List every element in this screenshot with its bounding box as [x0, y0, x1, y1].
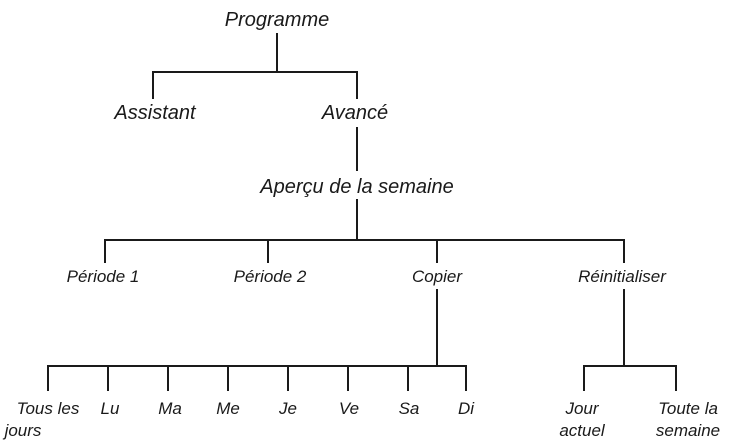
node-wed: Me: [216, 399, 240, 418]
node-current-day-line2: actuel: [559, 421, 606, 440]
node-fri: Ve: [339, 399, 359, 418]
node-all-days-line1: Tous les: [17, 399, 80, 418]
connectors-reset: [583, 289, 677, 391]
node-period-2: Période 2: [234, 267, 307, 286]
connectors-root: [152, 33, 358, 99]
node-current-day-line1: Jour: [564, 399, 599, 418]
node-tue: Ma: [158, 399, 182, 418]
node-thu: Je: [278, 399, 297, 418]
node-programme: Programme: [225, 9, 329, 31]
node-avance: Avancé: [321, 102, 388, 124]
connectors-copy: [47, 289, 467, 391]
node-week-overview: Aperçu de la semaine: [259, 176, 453, 198]
node-period-1: Période 1: [67, 267, 140, 286]
node-reset: Réinitialiser: [578, 267, 667, 286]
node-sun: Di: [458, 399, 475, 418]
node-sat: Sa: [399, 399, 420, 418]
node-assistant: Assistant: [113, 102, 197, 124]
node-whole-week-line1: Toute la: [658, 399, 718, 418]
node-whole-week-line2: semaine: [656, 421, 720, 440]
node-mon: Lu: [101, 399, 120, 418]
connectors-week: [104, 199, 625, 263]
node-copy: Copier: [412, 267, 463, 286]
node-all-days-line2: jours: [3, 421, 42, 440]
